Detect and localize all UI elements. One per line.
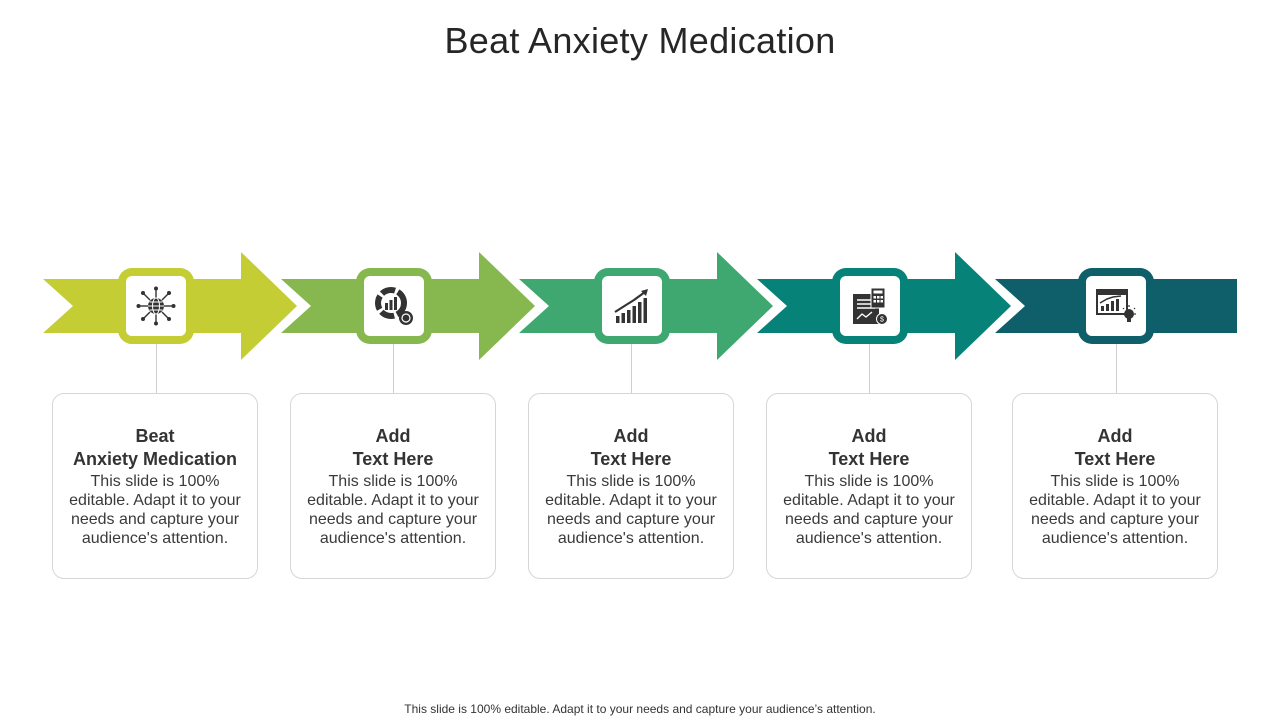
connector-line-5 [1116,344,1117,394]
connector-line-2 [393,344,394,394]
icon-frame-5 [1078,268,1154,344]
card-body: This slide is 100% editable. Adapt it to… [783,473,955,547]
card-heading: Add Text Here [1074,426,1156,469]
card-heading: Add Text Here [590,426,672,469]
card-body: This slide is 100% editable. Adapt it to… [1029,473,1201,547]
growth-chart-icon [614,289,648,323]
globe-network-icon [136,286,176,326]
card-body: This slide is 100% editable. Adapt it to… [69,473,241,547]
icon-frame-4: $ [832,268,908,344]
pie-chart-coin-icon [375,287,413,325]
icon-frame-2 [356,268,432,344]
icon-frame-3 [594,268,670,344]
step-card-1: Beat Anxiety Medication This slide is 10… [52,393,258,579]
connector-line-1 [156,344,157,394]
svg-text:$: $ [880,317,884,324]
step-card-3: Add Text Here This slide is 100% editabl… [528,393,734,579]
footer-note: This slide is 100% editable. Adapt it to… [404,702,876,716]
step-card-5: Add Text Here This slide is 100% editabl… [1012,393,1218,579]
connector-line-3 [631,344,632,394]
calculator-report-icon: $ [853,287,888,325]
card-body: This slide is 100% editable. Adapt it to… [545,473,717,547]
card-heading: Beat Anxiety Medication [72,426,238,469]
page-title: Beat Anxiety Medication [444,20,836,61]
card-body: This slide is 100% editable. Adapt it to… [307,473,479,547]
card-heading: Add Text Here [352,426,434,469]
card-heading: Add Text Here [828,426,910,469]
browser-chart-idea-icon [1096,289,1136,322]
connector-line-4 [869,344,870,394]
step-card-2: Add Text Here This slide is 100% editabl… [290,393,496,579]
icon-frame-1 [118,268,194,344]
step-card-4: Add Text Here This slide is 100% editabl… [766,393,972,579]
